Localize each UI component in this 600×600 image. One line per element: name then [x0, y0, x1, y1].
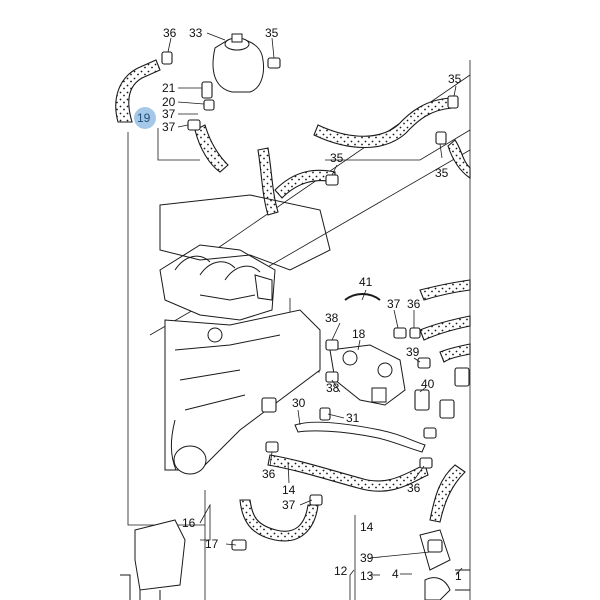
callout-18[interactable]: 18: [352, 327, 366, 341]
callout-19-highlight[interactable]: [134, 107, 156, 129]
hose-16: [239, 499, 319, 542]
hose-right-37: [419, 315, 471, 341]
callout-36-d[interactable]: 36: [407, 481, 421, 495]
callout-37-d[interactable]: 37: [282, 498, 296, 512]
callout-20[interactable]: 20: [162, 95, 176, 109]
callout-38-b[interactable]: 38: [326, 381, 340, 395]
callout-39-b[interactable]: 39: [360, 551, 374, 565]
callout-21[interactable]: 21: [162, 81, 176, 95]
callout-12[interactable]: 12: [334, 564, 348, 578]
callout-19-selected[interactable]: 19: [134, 107, 156, 129]
reservoir-lower: [134, 519, 186, 591]
hose-right-lower: [429, 464, 466, 523]
hose-reservoir: [194, 124, 229, 173]
callout-13[interactable]: 13: [360, 569, 374, 583]
hose-upper-right: [313, 97, 453, 149]
callout-35-top[interactable]: 35: [265, 26, 279, 40]
callout-17[interactable]: 17: [205, 537, 219, 551]
callout-31[interactable]: 31: [346, 411, 360, 425]
callout-39-a[interactable]: 39: [406, 345, 420, 359]
leader-lines: [167, 32, 463, 600]
callout-38-a[interactable]: 38: [325, 311, 339, 325]
callout-40[interactable]: 40: [421, 377, 435, 391]
callout-37-a[interactable]: 37: [162, 107, 176, 121]
hose-lower-14: [267, 454, 429, 492]
callout-1[interactable]: 1: [455, 569, 462, 583]
callout-16[interactable]: 16: [182, 516, 196, 530]
callout-labels: 33 36 35 21 20 37 37 35 35 35 41 37 36 3…: [162, 26, 462, 583]
callout-33[interactable]: 33: [189, 26, 203, 40]
hose-right-39: [439, 343, 471, 363]
callout-36-b[interactable]: 36: [407, 297, 421, 311]
callout-14-a[interactable]: 14: [282, 483, 296, 497]
hose-19: [115, 59, 161, 123]
clamps: [161, 51, 470, 553]
callout-41[interactable]: 41: [359, 275, 373, 289]
callout-14-b[interactable]: 14: [360, 520, 374, 534]
callout-37-b[interactable]: 37: [162, 120, 176, 134]
pipe-30: [294, 421, 426, 453]
callout-30[interactable]: 30: [292, 396, 306, 410]
callout-35-right[interactable]: 35: [435, 166, 449, 180]
callout-35-mid[interactable]: 35: [330, 151, 344, 165]
callout-36-top[interactable]: 36: [163, 26, 177, 40]
callout-19-label[interactable]: 19: [137, 111, 151, 125]
intake-manifold: [159, 244, 276, 321]
hose-left-vertical: [257, 147, 279, 216]
callout-4[interactable]: 4: [392, 567, 399, 581]
callout-36-c[interactable]: 36: [262, 467, 276, 481]
callout-35-right-top[interactable]: 35: [448, 72, 462, 86]
engine-block: [120, 33, 471, 600]
callout-37-c[interactable]: 37: [387, 297, 401, 311]
clamp-41: [344, 293, 381, 301]
hose-right-36: [419, 279, 471, 301]
coolant-flange-18: [329, 344, 406, 406]
hose-right-stub: [447, 139, 471, 180]
